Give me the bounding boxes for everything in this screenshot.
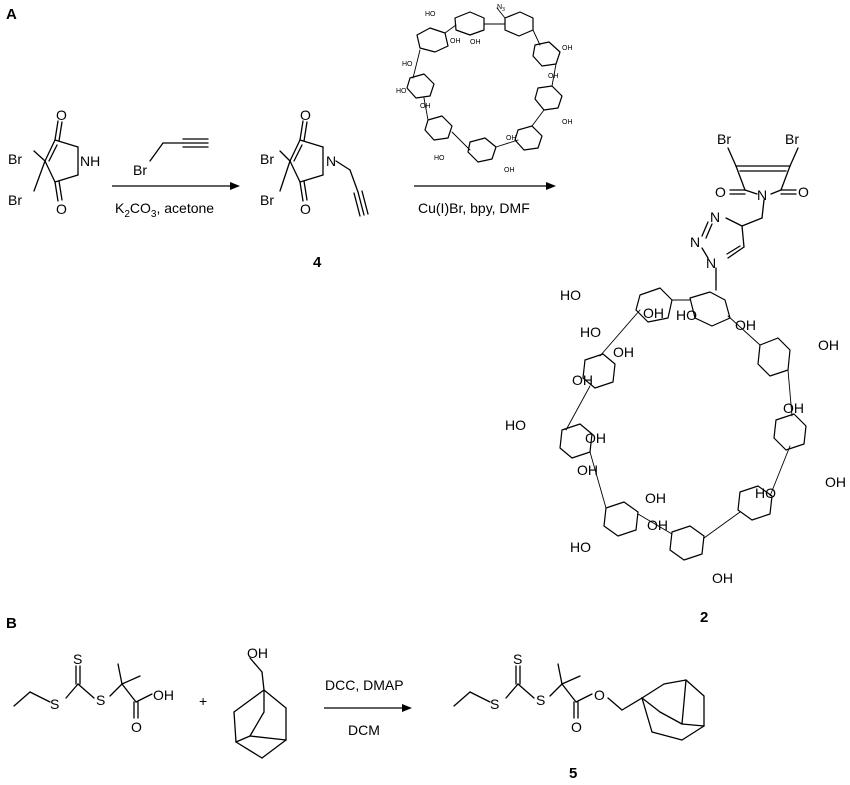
step2-conditions: Cu(I)Br, bpy, DMF (418, 200, 530, 216)
c2-atom-br-left: Br (717, 131, 731, 147)
atom-br-bottom: Br (8, 192, 22, 208)
c2-oh-2: OH (643, 305, 664, 321)
compound-4-structure (279, 120, 369, 217)
c4-atom-br-bottom: Br (260, 192, 274, 208)
c2-oh-8: OH (825, 474, 846, 490)
compound-5-label: 5 (569, 765, 577, 782)
atom-o-top: O (56, 107, 67, 123)
azide-label: N3 (497, 4, 505, 13)
propargyl-bromide-structure (149, 138, 209, 162)
c2-atom-o-left: O (715, 184, 726, 200)
c2-atom-o-right: O (798, 184, 809, 200)
c4-atom-o-bottom: O (300, 201, 311, 217)
c2-oh-4: OH (735, 317, 756, 333)
compound-2-triazole (701, 217, 745, 291)
c2-oh-6: OH (783, 400, 804, 416)
atom-o-bottom: O (56, 201, 67, 217)
b-adamantane-oh: OH (247, 645, 268, 661)
compound-5-structure (453, 663, 705, 741)
atom-br-top: Br (8, 151, 22, 167)
b-atom-oh: OH (153, 687, 174, 703)
cd-right-oh-2: OH (548, 73, 559, 80)
compound-2-label: 2 (700, 609, 708, 626)
cd-bottom-oh-1: OH (506, 135, 517, 142)
trithiocarbonate-acid-structure (13, 663, 153, 719)
c2-oh-1: HO (560, 287, 581, 303)
c5-atom-o-carbonyl: O (571, 719, 582, 735)
cd-left-oh-2: OH (420, 103, 431, 110)
azido-cyclodextrin-structure (406, 7, 563, 163)
c4-atom-br-top: Br (260, 151, 274, 167)
c2-oh-18: OH (613, 344, 634, 360)
c2-oh-12: OH (645, 490, 666, 506)
c2-oh-15: HO (505, 417, 526, 433)
panel-label-b: B (6, 615, 17, 632)
triazole-n-top: N (710, 209, 720, 225)
triazole-n-left: N (690, 234, 700, 250)
b-atom-o-carbonyl: O (131, 719, 142, 735)
cd-right-oh-3: OH (562, 119, 573, 126)
c5-atom-s-2: S (536, 692, 545, 708)
c2-atom-br-right: Br (785, 131, 799, 147)
cd-left-oh-3: HO (402, 61, 413, 68)
c2-oh-3: HO (676, 307, 697, 323)
c2-oh-13: OH (577, 462, 598, 478)
cd-right-oh-1: OH (562, 45, 573, 52)
cd-left-oh-1: HO (396, 88, 407, 95)
step1-conditions: K2CO3, acetone (115, 200, 214, 220)
b-atom-s-1: S (50, 696, 59, 712)
reagent-br-label: Br (133, 162, 147, 178)
c2-oh-14: OH (585, 430, 606, 446)
c4-atom-o-top: O (300, 107, 311, 123)
compound-2-maleimide (727, 147, 799, 227)
compound-2-cyclodextrin (559, 287, 807, 561)
plus-sign: + (199, 693, 207, 709)
c2-atom-n-maleimide: N (757, 187, 767, 203)
reaction-arrow-1-head (230, 182, 240, 190)
c2-oh-7: HO (755, 485, 776, 501)
c2-oh-5: OH (818, 337, 839, 353)
reaction-arrow-2-head (546, 182, 556, 190)
cd-top-oh-2: OH (450, 38, 461, 45)
c2-oh-10: OH (647, 517, 668, 533)
c5-atom-s-thione: S (513, 651, 522, 667)
dibromomaleimide-structure (33, 120, 79, 202)
c2-oh-17: HO (580, 324, 601, 340)
c5-atom-o-ester: O (594, 687, 605, 703)
adamantanemethanol-structure (233, 657, 287, 759)
triazole-n-bottom: N (706, 255, 716, 271)
b-atom-s-thione: S (73, 651, 82, 667)
c5-atom-s-1: S (490, 696, 499, 712)
c2-oh-16: OH (572, 372, 593, 388)
step3-conditions-bottom: DCM (348, 722, 380, 738)
panel-label-a: A (6, 6, 17, 23)
cd-top-oh-1: HO (425, 11, 436, 18)
reaction-arrow-3-head (402, 704, 412, 712)
step3-conditions-top: DCC, DMAP (325, 677, 404, 693)
c2-oh-11: HO (570, 539, 591, 555)
cd-bottom-oh-2: OH (504, 167, 515, 174)
cd-bottom-oh-3: HO (434, 155, 445, 162)
b-atom-s-2: S (96, 692, 105, 708)
compound-4-label: 4 (313, 254, 322, 271)
cd-top-oh-3: OH (470, 39, 481, 46)
c2-oh-9: OH (712, 570, 733, 586)
atom-nh: NH (80, 153, 100, 169)
c4-atom-n: N (326, 153, 336, 169)
